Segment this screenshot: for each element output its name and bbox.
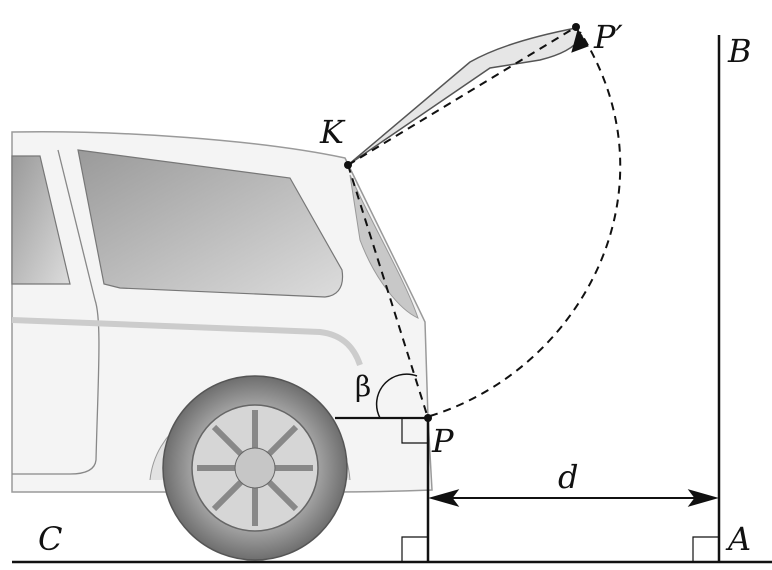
label-c: C <box>38 520 62 558</box>
side-window <box>11 155 71 285</box>
body-crease <box>11 317 363 367</box>
tail-light <box>349 174 419 319</box>
point-p-prime <box>572 23 580 31</box>
label-b: B <box>727 32 752 70</box>
label-beta: β <box>355 370 371 403</box>
right-angle-a <box>692 536 719 562</box>
point-p <box>424 414 432 422</box>
arrowhead-right <box>687 489 719 507</box>
label-d: d <box>558 458 578 496</box>
segment-kp <box>347 164 429 419</box>
point-k <box>344 161 352 169</box>
arrowhead-left <box>428 489 460 507</box>
door-line <box>12 149 100 475</box>
beta-angle-arc <box>375 373 418 419</box>
label-a: A <box>725 520 751 558</box>
label-p: P <box>431 422 454 460</box>
car <box>11 27 583 561</box>
right-angle-ground <box>401 536 428 562</box>
label-k: K <box>319 113 346 151</box>
rear-window <box>77 149 344 298</box>
open-tailgate <box>347 27 583 166</box>
arc-arrowhead <box>571 28 589 53</box>
geometry <box>12 26 772 564</box>
label-p-prime: P′ <box>593 18 624 56</box>
segment-kp-prime <box>347 26 577 166</box>
right-angle-p <box>401 418 428 444</box>
wheel-hub <box>234 447 276 489</box>
